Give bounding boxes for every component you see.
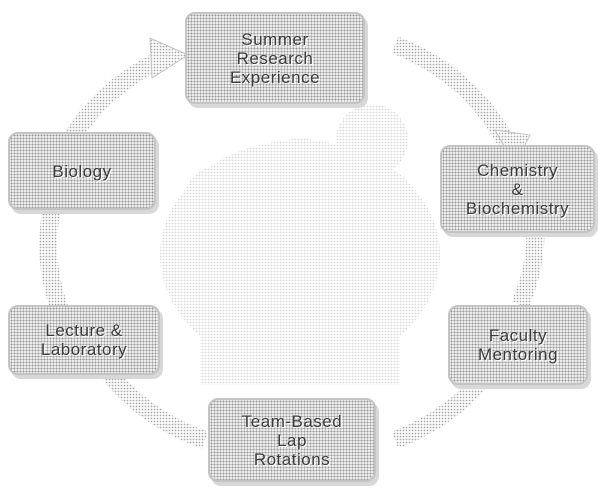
node-team-based-rotations-label: Team-Based Lap Rotations (241, 411, 343, 469)
person-left (184, 166, 252, 234)
person-right (336, 104, 408, 176)
node-lecture-laboratory: Lecture & Laboratory (8, 305, 160, 375)
node-summer-research-label: Summer Research Experience (229, 29, 321, 87)
arrowhead-top-left (149, 37, 190, 79)
person-center (260, 138, 340, 218)
ring-arc-2 (391, 36, 519, 154)
node-biology-label: Biology (52, 161, 112, 181)
node-chemistry-biochemistry: Chemistry & Biochemistry (440, 145, 595, 233)
node-lecture-laboratory-label: Lecture & Laboratory (40, 321, 128, 359)
ring-arc-6 (39, 192, 69, 314)
node-summer-research: Summer Research Experience (185, 12, 365, 104)
node-faculty-mentoring-label: Faculty Mentoring (477, 326, 559, 364)
center-photo (160, 104, 440, 385)
node-chemistry-biochemistry-label: Chemistry & Biochemistry (465, 160, 570, 218)
ring-arc-5 (103, 369, 209, 449)
node-biology: Biology (8, 132, 156, 210)
node-team-based-rotations: Team-Based Lap Rotations (208, 398, 376, 482)
lab-bench (200, 330, 400, 385)
node-faculty-mentoring: Faculty Mentoring (448, 305, 588, 385)
